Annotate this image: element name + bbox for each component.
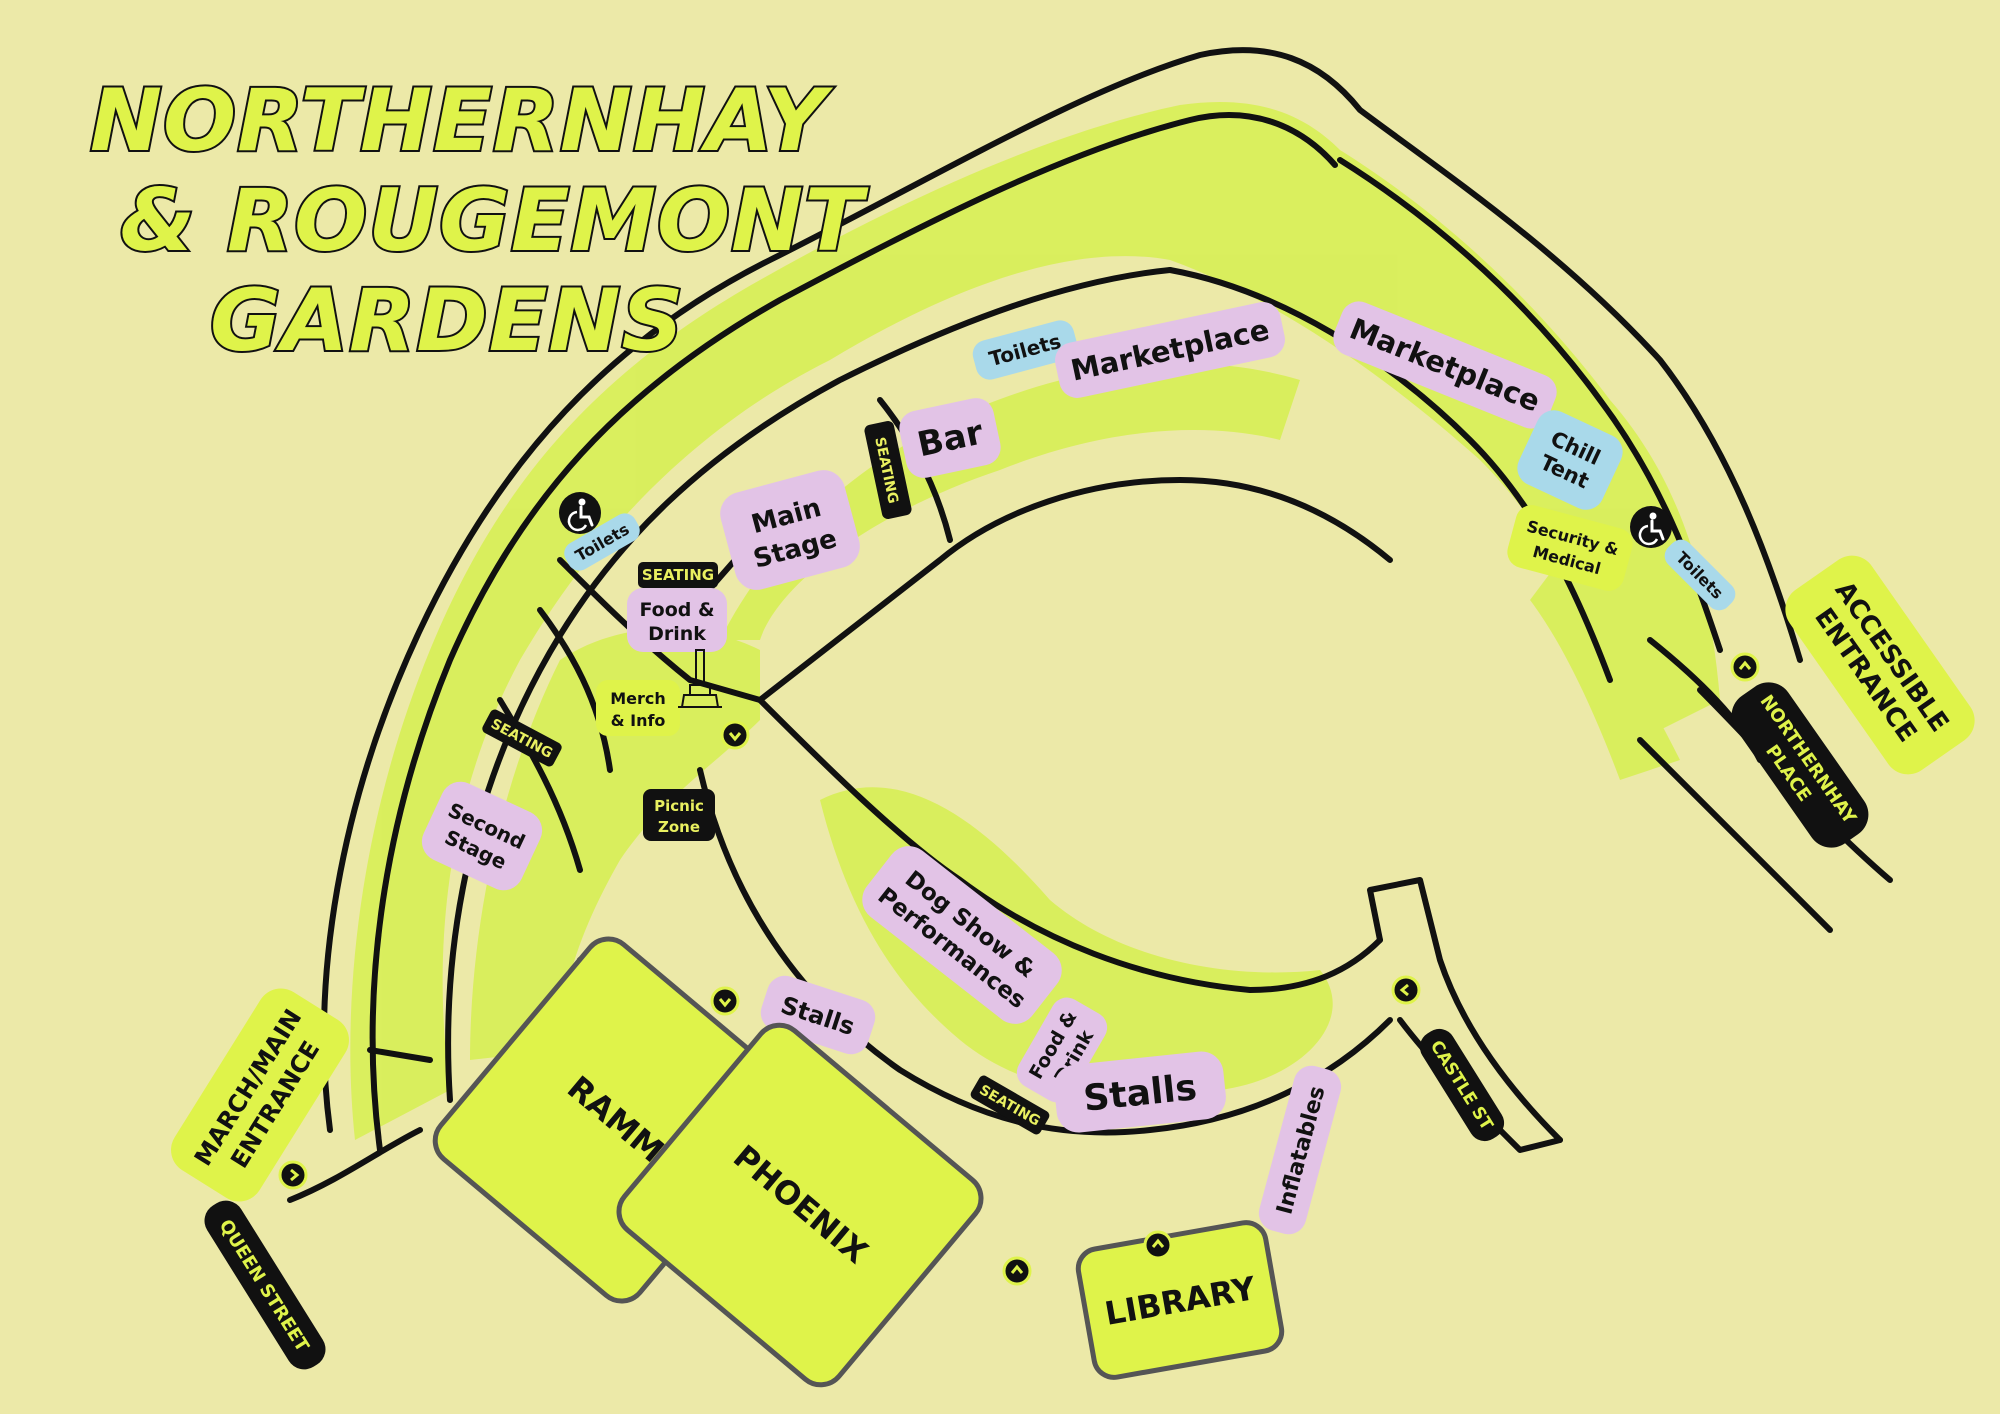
entrance-arrow-icon[interactable] bbox=[1002, 1256, 1032, 1286]
building-phoenix[interactable]: PHOENIX bbox=[609, 1015, 991, 1394]
map-title: NORTHERNHAY & ROUGEMONT GARDENS bbox=[88, 69, 870, 373]
title-line-1: NORTHERNHAY bbox=[90, 71, 834, 171]
label-seating-food[interactable]: SEATING bbox=[638, 562, 718, 588]
wheelchair-icon bbox=[1630, 506, 1672, 548]
wheelchair-icon bbox=[559, 492, 601, 534]
building-library[interactable]: LIBRARY bbox=[1075, 1219, 1285, 1380]
entrance-arrow-icon[interactable] bbox=[278, 1160, 308, 1190]
label-main-stage[interactable]: Main Stage bbox=[715, 465, 865, 595]
entrance-arrows[interactable] bbox=[278, 652, 1760, 1286]
monument-icon bbox=[678, 649, 722, 708]
label-picnic-zone[interactable]: Picnic Zone bbox=[643, 789, 715, 841]
label-security-medical[interactable]: Security & Medical bbox=[1504, 502, 1636, 595]
svg-text:SEATING: SEATING bbox=[642, 566, 714, 584]
svg-text:Merch: Merch bbox=[610, 689, 666, 708]
label-second-stage[interactable]: Second Stage bbox=[415, 775, 548, 897]
title-line-3: GARDENS bbox=[210, 271, 684, 371]
entrance-arrow-icon[interactable] bbox=[720, 720, 750, 750]
south-green bbox=[820, 787, 1333, 1098]
buildings[interactable]: RAMM PHOENIX LIBRARY bbox=[425, 929, 1285, 1394]
title-line-2: & ROUGEMONT bbox=[120, 171, 869, 271]
svg-text:Picnic: Picnic bbox=[654, 797, 704, 815]
area-labels[interactable]: Toilets Marketplace Marketplace Bar SEAT… bbox=[415, 296, 1740, 1238]
svg-text:Zone: Zone bbox=[658, 818, 700, 836]
label-stalls-big[interactable]: Stalls bbox=[1052, 1049, 1228, 1134]
svg-text:& Info: & Info bbox=[611, 711, 666, 730]
entrance-arrow-icon[interactable] bbox=[710, 986, 740, 1016]
label-chill-tent[interactable]: Chill Tent bbox=[1511, 404, 1628, 515]
entrance-arrow-icon[interactable] bbox=[1730, 652, 1760, 682]
label-bar[interactable]: Bar bbox=[896, 395, 1004, 481]
label-merch-info[interactable]: Merch & Info bbox=[596, 680, 680, 736]
svg-text:Drink: Drink bbox=[648, 623, 706, 645]
label-seating-bar[interactable]: SEATING bbox=[863, 420, 912, 520]
entrance-arrow-icon[interactable] bbox=[1143, 1230, 1173, 1260]
svg-text:Food &: Food & bbox=[639, 599, 714, 621]
entrance-arrow-icon[interactable] bbox=[1391, 975, 1421, 1005]
label-food-drink-1[interactable]: Food & Drink bbox=[627, 588, 727, 652]
